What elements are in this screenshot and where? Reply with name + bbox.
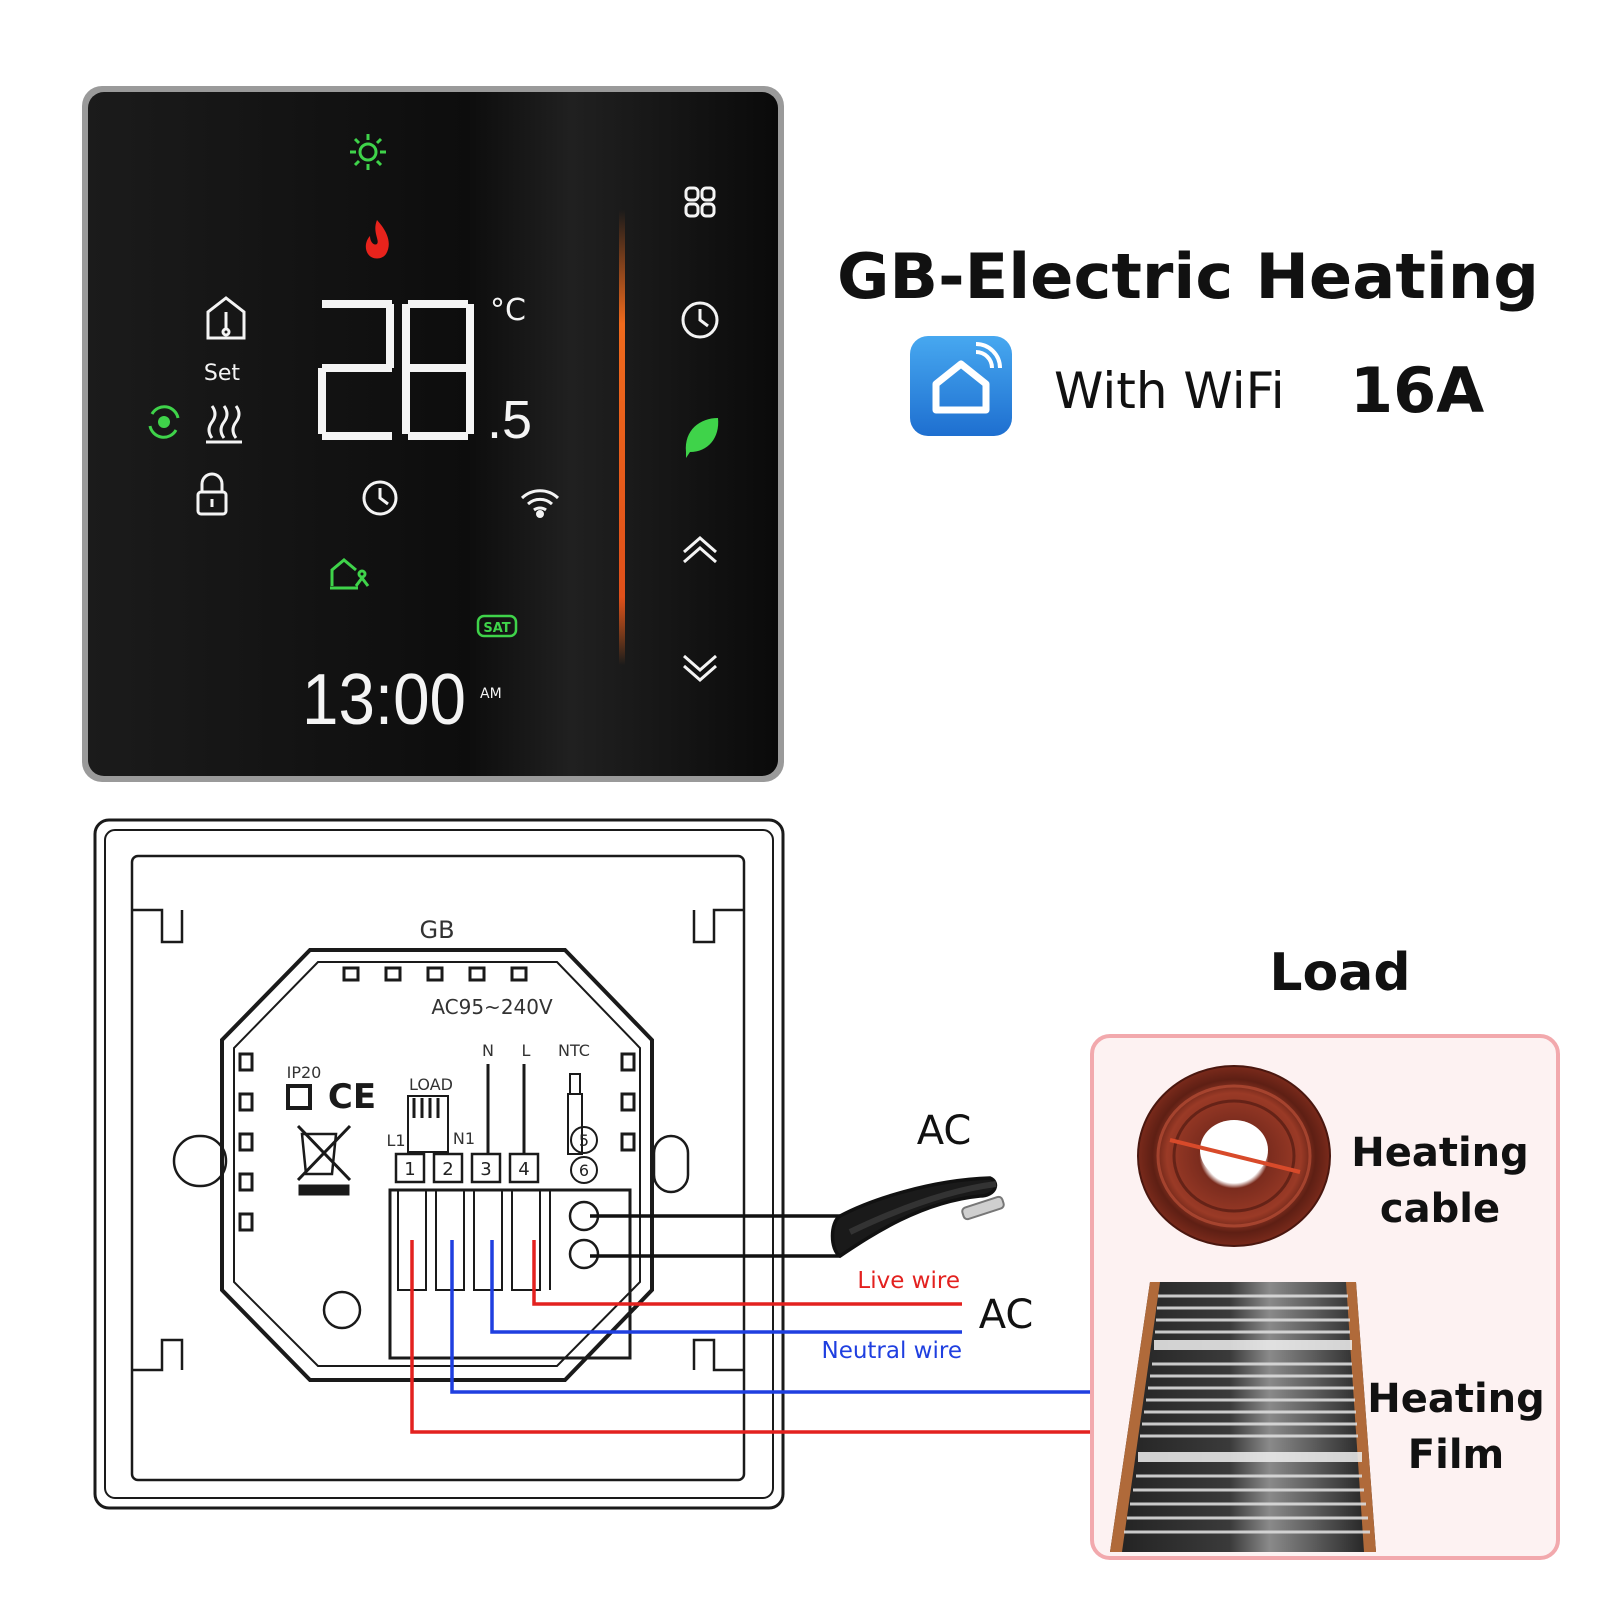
heating-film-label-1: Heating	[1367, 1376, 1545, 1422]
n-label: N	[482, 1041, 494, 1060]
flame-icon	[365, 220, 389, 259]
live-wire-label: Live wire	[857, 1268, 960, 1294]
heating-cable-image	[1137, 1065, 1331, 1247]
ac-label-bottom: AC	[979, 1292, 1034, 1338]
l1-label: L1	[386, 1131, 405, 1150]
smart-home-app-icon	[910, 336, 1012, 436]
heating-film-image	[1110, 1282, 1376, 1552]
heating-waves-icon	[206, 405, 242, 444]
thermostat-front: Set	[82, 86, 784, 782]
down-arrow-icon[interactable]	[683, 654, 717, 682]
ac-label-top: AC	[917, 1108, 972, 1154]
ntc-terminal-5: 5	[579, 1131, 589, 1150]
neutral-wire-label: Neutral wire	[821, 1338, 962, 1364]
lock-icon	[196, 472, 228, 516]
temperature-slider[interactable]	[619, 210, 625, 665]
clock-display: 13:00	[302, 660, 466, 740]
backplate	[93, 818, 785, 1510]
temperature-digits	[318, 300, 474, 440]
temperature-decimal: .5	[487, 390, 532, 450]
temperature-unit: °C	[490, 293, 526, 328]
rating-text: 16A	[1350, 354, 1484, 427]
ip-rating: IP20	[287, 1063, 322, 1082]
clock-ampm: AM	[480, 686, 502, 702]
sun-icon	[350, 134, 386, 170]
menu-grid-icon[interactable]	[684, 186, 716, 218]
leaf-icon[interactable]	[685, 418, 719, 458]
heating-cable-label-2: cable	[1380, 1186, 1500, 1232]
heating-cable-label-1: Heating	[1351, 1130, 1529, 1176]
schedule-clock-icon[interactable]	[681, 301, 719, 339]
backplate-model: GB	[419, 916, 454, 944]
terminal-4: 4	[518, 1159, 529, 1180]
terminal-2: 2	[442, 1159, 453, 1180]
home-thermometer-icon	[206, 296, 246, 340]
ntc-label: NTC	[558, 1041, 590, 1060]
away-mode-icon	[330, 558, 370, 590]
ce-mark: CE	[328, 1077, 376, 1117]
terminal-1: 1	[404, 1159, 415, 1180]
n1-label: N1	[453, 1129, 475, 1148]
day-badge-frame	[476, 614, 518, 638]
eco-cycle-icon	[148, 405, 180, 439]
product-title: GB-Electric Heating	[837, 240, 1539, 313]
backplate-voltage: AC95~240V	[431, 995, 553, 1019]
load-title: Load	[1269, 943, 1410, 1003]
wifi-text: With WiFi	[1054, 362, 1285, 420]
up-arrow-icon[interactable]	[683, 536, 717, 564]
l-label: L	[522, 1041, 531, 1060]
wifi-icon	[520, 489, 560, 518]
load-label: LOAD	[409, 1075, 453, 1094]
set-label: Set	[204, 361, 241, 386]
clock-icon	[362, 480, 398, 516]
ntc-terminal-6: 6	[579, 1161, 589, 1180]
terminal-3: 3	[480, 1159, 491, 1180]
day-badge: SAT	[483, 621, 510, 636]
wires	[410, 1176, 1092, 1434]
heating-film-label-2: Film	[1408, 1432, 1504, 1478]
